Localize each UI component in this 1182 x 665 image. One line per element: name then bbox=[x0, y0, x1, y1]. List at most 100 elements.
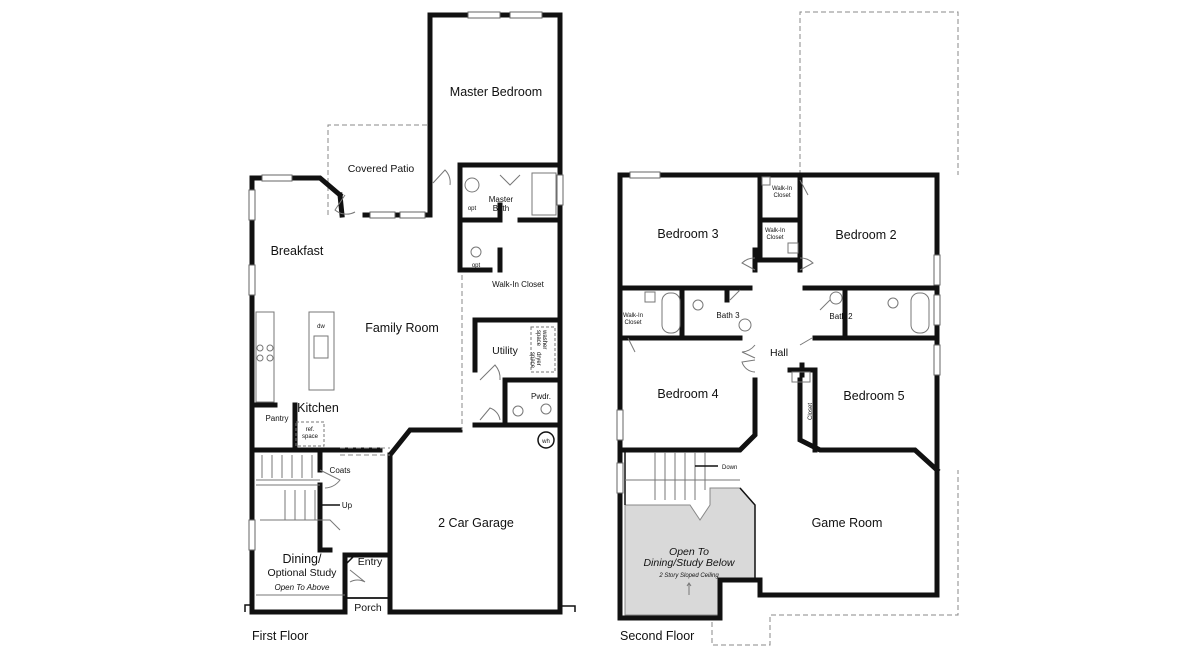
ref-space bbox=[295, 421, 325, 447]
room-label-walk-in-closet: Closet bbox=[624, 320, 641, 326]
tub-icon bbox=[464, 177, 480, 193]
tub-icon bbox=[910, 292, 930, 334]
window bbox=[933, 294, 941, 326]
window bbox=[509, 11, 543, 19]
first-floor-plan: Master Bedroom Covered Patio Master Bath… bbox=[244, 11, 576, 643]
window bbox=[248, 519, 256, 551]
room-label-walk-in-closet: Closet bbox=[773, 193, 790, 199]
room-label-utility: Utility bbox=[492, 345, 518, 357]
dishwasher-label: dw bbox=[317, 324, 325, 330]
window bbox=[369, 211, 396, 219]
room-label-covered-patio: Covered Patio bbox=[348, 163, 415, 175]
dryer-space-label: space bbox=[529, 352, 535, 369]
window bbox=[261, 174, 293, 182]
stairs-second-floor bbox=[625, 452, 740, 500]
interior-walls bbox=[617, 172, 941, 474]
room-label-walk-in-closet: Walk-In bbox=[772, 186, 792, 192]
stairs-down-label: Down bbox=[722, 465, 737, 471]
shower-icon bbox=[531, 172, 557, 216]
stair-rail bbox=[624, 450, 756, 580]
powder-toilet-icon bbox=[540, 403, 552, 415]
opt-label: opt bbox=[472, 263, 481, 269]
dryer-space-label: dryer bbox=[535, 352, 541, 366]
roof-outline bbox=[799, 11, 959, 175]
toilet-icon bbox=[692, 299, 704, 311]
room-label-walk-in-closet: Walk-In Closet bbox=[492, 280, 544, 289]
room-label-walk-in-closet: Walk-In bbox=[765, 228, 785, 234]
open-to-below-label: Dining/Study Below bbox=[643, 557, 735, 569]
ref-space-label: ref. bbox=[306, 427, 315, 433]
room-label-bedroom-2: Bedroom 2 bbox=[835, 228, 896, 242]
interior-walls bbox=[249, 162, 563, 558]
washer-space-label: washer bbox=[541, 329, 547, 349]
window bbox=[467, 11, 501, 19]
toilet-icon bbox=[887, 297, 899, 309]
room-label-closet: Closet bbox=[808, 403, 814, 420]
sloped-ceiling-note: 2 Story Sloped Ceiling bbox=[658, 573, 719, 579]
toilet-icon bbox=[470, 246, 482, 258]
kitchen-island bbox=[308, 311, 335, 391]
room-label-breakfast: Breakfast bbox=[271, 244, 324, 258]
room-label-kitchen: Kitchen bbox=[297, 401, 339, 415]
window bbox=[616, 409, 624, 441]
room-label-family-room: Family Room bbox=[365, 321, 439, 335]
sink-icon bbox=[829, 291, 843, 305]
ref-space-label: space bbox=[302, 434, 319, 440]
room-label-master-bedroom: Master Bedroom bbox=[450, 85, 542, 99]
second-floor-caption: Second Floor bbox=[620, 629, 694, 643]
room-label-walk-in-closet: Walk-In bbox=[623, 313, 643, 319]
water-heater-label: wh bbox=[541, 439, 550, 445]
tub-icon bbox=[661, 292, 681, 334]
dining-note: Open To Above bbox=[274, 583, 330, 592]
room-label-master-bath: Bath bbox=[493, 204, 509, 213]
covered-patio-outline bbox=[327, 124, 430, 215]
room-label-master-bath: Master bbox=[489, 195, 514, 204]
room-label-coats: Coats bbox=[330, 466, 351, 475]
room-label-walk-in-closet: Closet bbox=[766, 235, 783, 241]
open-to-below-label: Open To bbox=[669, 546, 709, 558]
window bbox=[248, 189, 256, 221]
window bbox=[616, 462, 624, 494]
washer-dryer-space bbox=[530, 326, 556, 373]
room-label-bedroom-5: Bedroom 5 bbox=[843, 389, 904, 403]
washer-space-label: space bbox=[535, 330, 541, 347]
window bbox=[933, 344, 941, 376]
room-label-pantry: Pantry bbox=[265, 414, 288, 423]
room-label-entry: Entry bbox=[358, 556, 383, 568]
second-floor-plan: Bedroom 3 Bedroom 2 Bedroom 4 Bedroom 5 … bbox=[616, 11, 959, 646]
window bbox=[629, 171, 661, 179]
sink-icon bbox=[313, 335, 329, 359]
room-label-bedroom-4: Bedroom 4 bbox=[657, 387, 718, 401]
room-label-powder: Pwdr. bbox=[531, 392, 551, 401]
stairs-up-label: Up bbox=[342, 501, 353, 510]
window bbox=[399, 211, 426, 219]
roof-outline bbox=[711, 470, 959, 646]
arrow-icon bbox=[686, 582, 692, 595]
window bbox=[933, 254, 941, 286]
first-floor-caption: First Floor bbox=[252, 629, 308, 643]
opening bbox=[340, 275, 463, 456]
powder-sink-icon bbox=[512, 405, 524, 417]
room-label-bedroom-3: Bedroom 3 bbox=[657, 227, 718, 241]
room-label-dining: Optional Study bbox=[268, 567, 338, 579]
door-swings bbox=[627, 179, 831, 373]
opt-label: opt bbox=[468, 206, 477, 212]
room-label-game-room: Game Room bbox=[812, 516, 883, 530]
entry-walls bbox=[344, 554, 390, 599]
window bbox=[248, 264, 256, 296]
kitchen-counter bbox=[255, 311, 275, 403]
door-swings bbox=[319, 169, 521, 583]
room-label-porch: Porch bbox=[354, 602, 382, 614]
attic-access-icon bbox=[644, 176, 811, 383]
room-label-hall: Hall bbox=[770, 347, 788, 359]
water-heater-icon bbox=[537, 431, 555, 449]
room-label-bath-2: Bath 2 bbox=[829, 312, 853, 321]
room-label-bath-3: Bath 3 bbox=[716, 311, 740, 320]
window bbox=[556, 174, 564, 206]
room-label-garage: 2 Car Garage bbox=[438, 516, 514, 530]
cooktop-icon bbox=[256, 344, 274, 362]
room-label-dining: Dining/ bbox=[283, 552, 322, 566]
stairs-first-floor bbox=[256, 455, 345, 596]
sink-icon bbox=[738, 318, 752, 332]
